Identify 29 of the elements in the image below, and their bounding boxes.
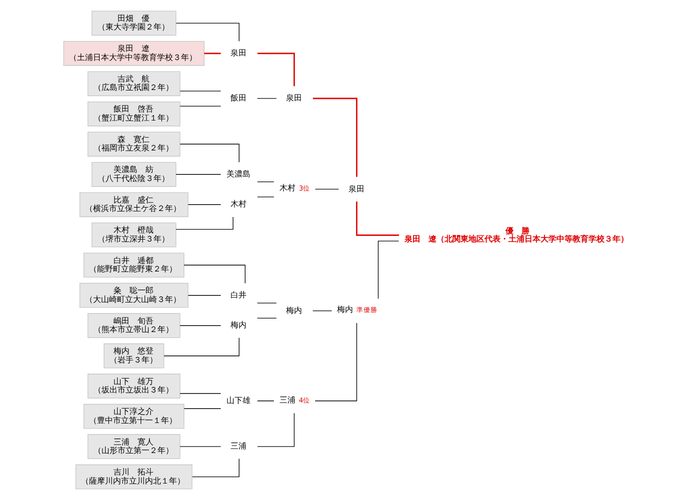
connector xyxy=(184,408,222,409)
connector xyxy=(314,188,339,190)
connector xyxy=(257,181,274,182)
connector xyxy=(356,202,400,236)
connector xyxy=(184,264,246,284)
connector xyxy=(257,412,295,447)
connector xyxy=(164,337,240,356)
connector xyxy=(378,240,400,300)
connector xyxy=(257,196,274,198)
connector xyxy=(180,90,222,92)
connector xyxy=(257,400,274,402)
connector xyxy=(204,52,221,54)
connector xyxy=(312,98,358,177)
connector xyxy=(180,325,222,326)
connector xyxy=(314,322,358,402)
connector xyxy=(180,144,240,163)
connector xyxy=(257,52,295,86)
connector xyxy=(312,310,332,312)
connector xyxy=(188,204,222,205)
connector xyxy=(176,22,240,42)
connector xyxy=(256,98,277,99)
connector xyxy=(192,458,240,478)
connector xyxy=(256,302,277,304)
connector xyxy=(188,295,222,296)
connector xyxy=(256,318,277,319)
connector xyxy=(180,393,222,394)
connector xyxy=(176,174,222,175)
connector xyxy=(180,446,222,447)
connector xyxy=(176,216,234,230)
